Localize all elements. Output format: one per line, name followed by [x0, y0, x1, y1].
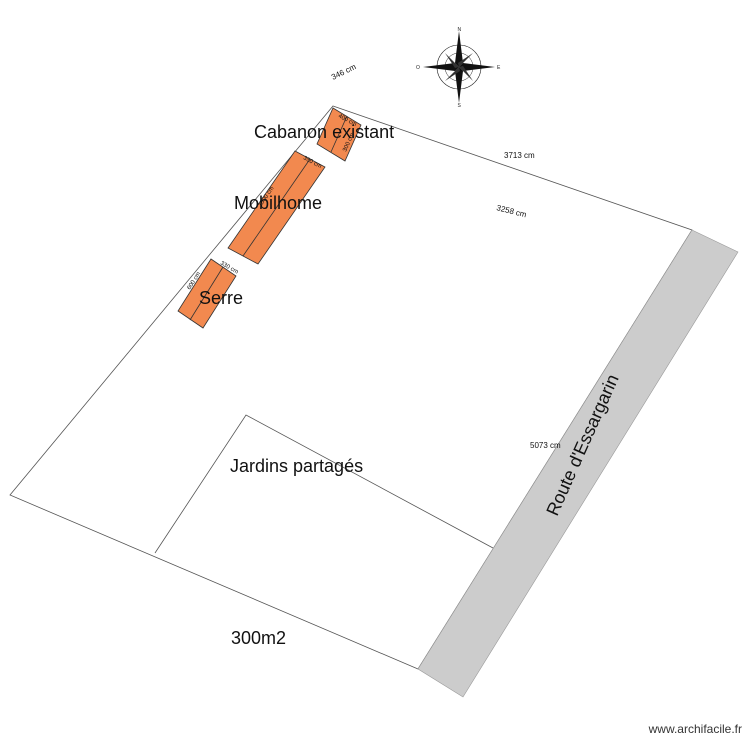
label-mobilhome: Mobilhome: [234, 193, 322, 213]
dim-top-edge: 3713 cm: [504, 151, 535, 160]
watermark-text: www.archifacile.fr: [648, 722, 742, 736]
serre-building[interactable]: [177, 258, 237, 329]
label-cabanon: Cabanon existant: [254, 122, 394, 142]
compass-rose-icon: N S E O: [416, 27, 501, 109]
label-jardins: Jardins partagés: [230, 456, 363, 476]
label-serre: Serre: [199, 288, 243, 308]
property-outline: [9, 105, 693, 670]
dim-top-left-edge: 346 cm: [330, 62, 358, 82]
compass-south-label: S: [458, 103, 462, 109]
cabanon-building[interactable]: [316, 107, 362, 162]
compass-west-label: O: [416, 65, 420, 71]
compass-north-label: N: [458, 27, 462, 33]
mobilhome-building[interactable]: [227, 150, 326, 265]
label-area: 300m2: [231, 628, 286, 648]
jardins-zone-outline: [154, 414, 494, 554]
compass-east-label: E: [497, 65, 501, 71]
dim-right-edge: 5073 cm: [530, 441, 561, 450]
road-strip: [417, 229, 739, 698]
